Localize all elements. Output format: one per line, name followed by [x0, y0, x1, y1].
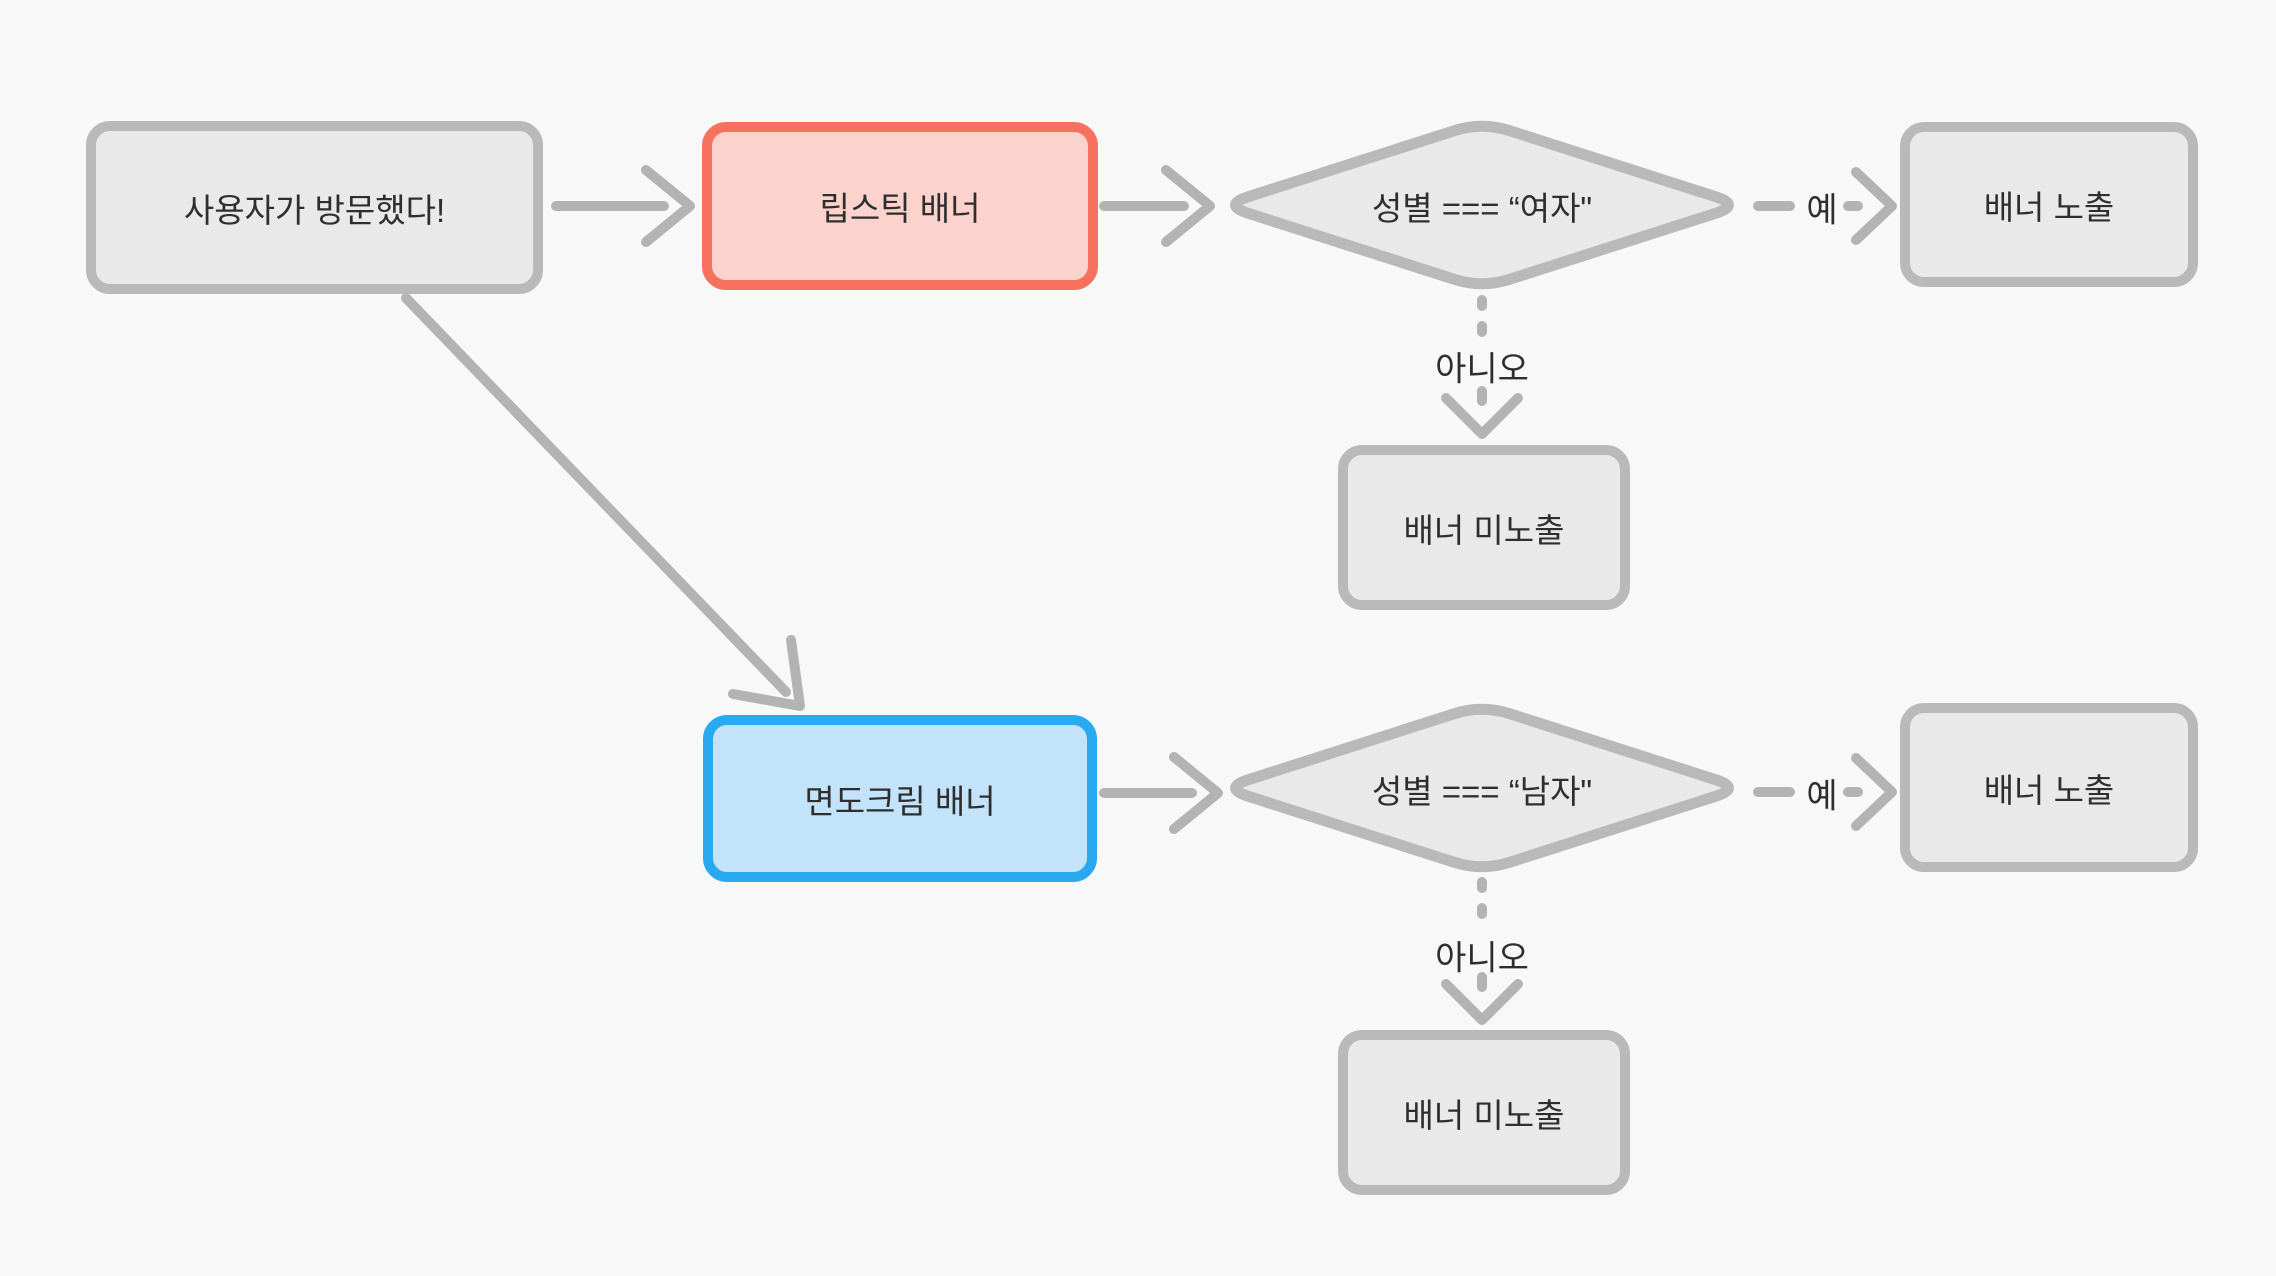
arrowhead-icon: [1441, 393, 1523, 439]
arrow-no-1: [1441, 295, 1523, 439]
arrowhead-icon: [1169, 752, 1223, 834]
arrowhead-icon: [728, 635, 805, 711]
arrow-lipstick-to-decision-female: [1099, 165, 1215, 247]
arrow-shaving-to-decision-male: [1099, 752, 1223, 834]
decision-male-label: 성별 === “남자": [1371, 773, 1593, 810]
yes-label-2: 예: [1806, 777, 1838, 816]
banner-hide-node-2: 배너 미노출: [1338, 1030, 1630, 1195]
arrowhead-icon: [1441, 979, 1523, 1025]
arrow-yes-1: [1753, 167, 1897, 245]
decision-female-diamond: [1230, 120, 1734, 290]
arrow-yes-2: [1753, 753, 1897, 831]
arrowhead-icon: [641, 165, 695, 247]
arrowhead-icon: [1851, 753, 1897, 831]
no-label-2: 아니오: [1435, 939, 1529, 978]
arrowhead-icon: [1161, 165, 1215, 247]
arrow-start-to-shaving: [401, 293, 805, 711]
banner-show-node-1: 배너 노출: [1900, 122, 2198, 287]
arrow-no-2: [1441, 877, 1523, 1025]
arrowhead-icon: [1851, 167, 1897, 245]
arrow-line: [401, 293, 791, 697]
start-node: 사용자가 방문했다!: [86, 121, 543, 294]
no-label-1: 아니오: [1435, 350, 1529, 389]
decision-female-label: 성별 === “여자": [1371, 190, 1593, 227]
arrow-start-to-lipstick: [551, 165, 695, 247]
yes-label-1: 예: [1806, 191, 1838, 230]
decision-male-diamond: [1230, 703, 1734, 873]
banner-hide-node-1: 배너 미노출: [1338, 445, 1630, 610]
shaving-cream-banner-node: 면도크림 배너: [703, 715, 1097, 882]
lipstick-banner-node: 립스틱 배너: [702, 122, 1098, 290]
banner-show-node-2: 배너 노출: [1900, 703, 2198, 872]
